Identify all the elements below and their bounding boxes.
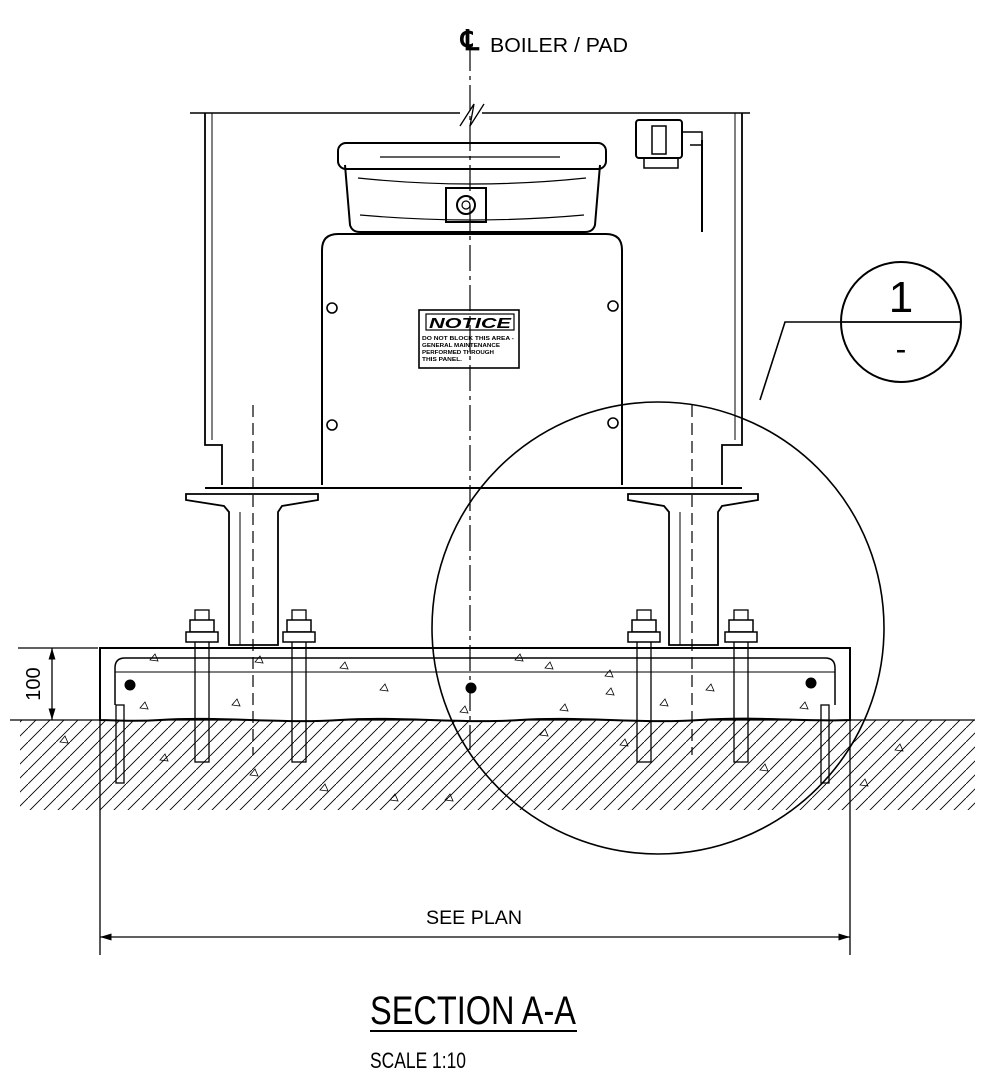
detail-number: 1 [889, 273, 913, 322]
anchor-bolts [115, 609, 830, 784]
pad-thickness-label: 100 [23, 667, 45, 700]
detail-sheet: - [896, 331, 907, 367]
notice-line-1: DO NOT BLOCK THIS AREA - [422, 336, 514, 342]
notice-title: NOTICE [429, 315, 512, 332]
centerline-symbol: ℄ [459, 25, 480, 56]
notice-line-4: THIS PANEL. [422, 357, 463, 363]
ground-hatch [10, 719, 975, 810]
notice-plate: NOTICE DO NOT BLOCK THIS AREA - GENERAL … [418, 309, 520, 369]
valve-assembly [635, 119, 703, 232]
section-title: SECTION A-A [370, 989, 576, 1033]
detail-circle [431, 321, 885, 855]
section-scale: SCALE 1:10 [370, 1048, 466, 1073]
detail-callout: 1 - [840, 261, 962, 383]
boiler-cabinet [190, 103, 750, 489]
notice-line-2: GENERAL MAINTENANCE [422, 343, 500, 349]
access-panel [321, 233, 623, 485]
steel-support-left [185, 493, 319, 646]
width-dimension [99, 720, 851, 955]
centerline-label: BOILER / PAD [490, 35, 628, 57]
pad-width-label: SEE PLAN [426, 908, 522, 929]
steel-support-right [627, 493, 759, 646]
concrete-pad [59, 647, 904, 802]
thickness-dimension [18, 647, 98, 720]
hidden-lines [252, 405, 693, 755]
blower-assembly [337, 142, 607, 233]
notice-line-3: PERFORMED THROUGH [422, 350, 494, 356]
